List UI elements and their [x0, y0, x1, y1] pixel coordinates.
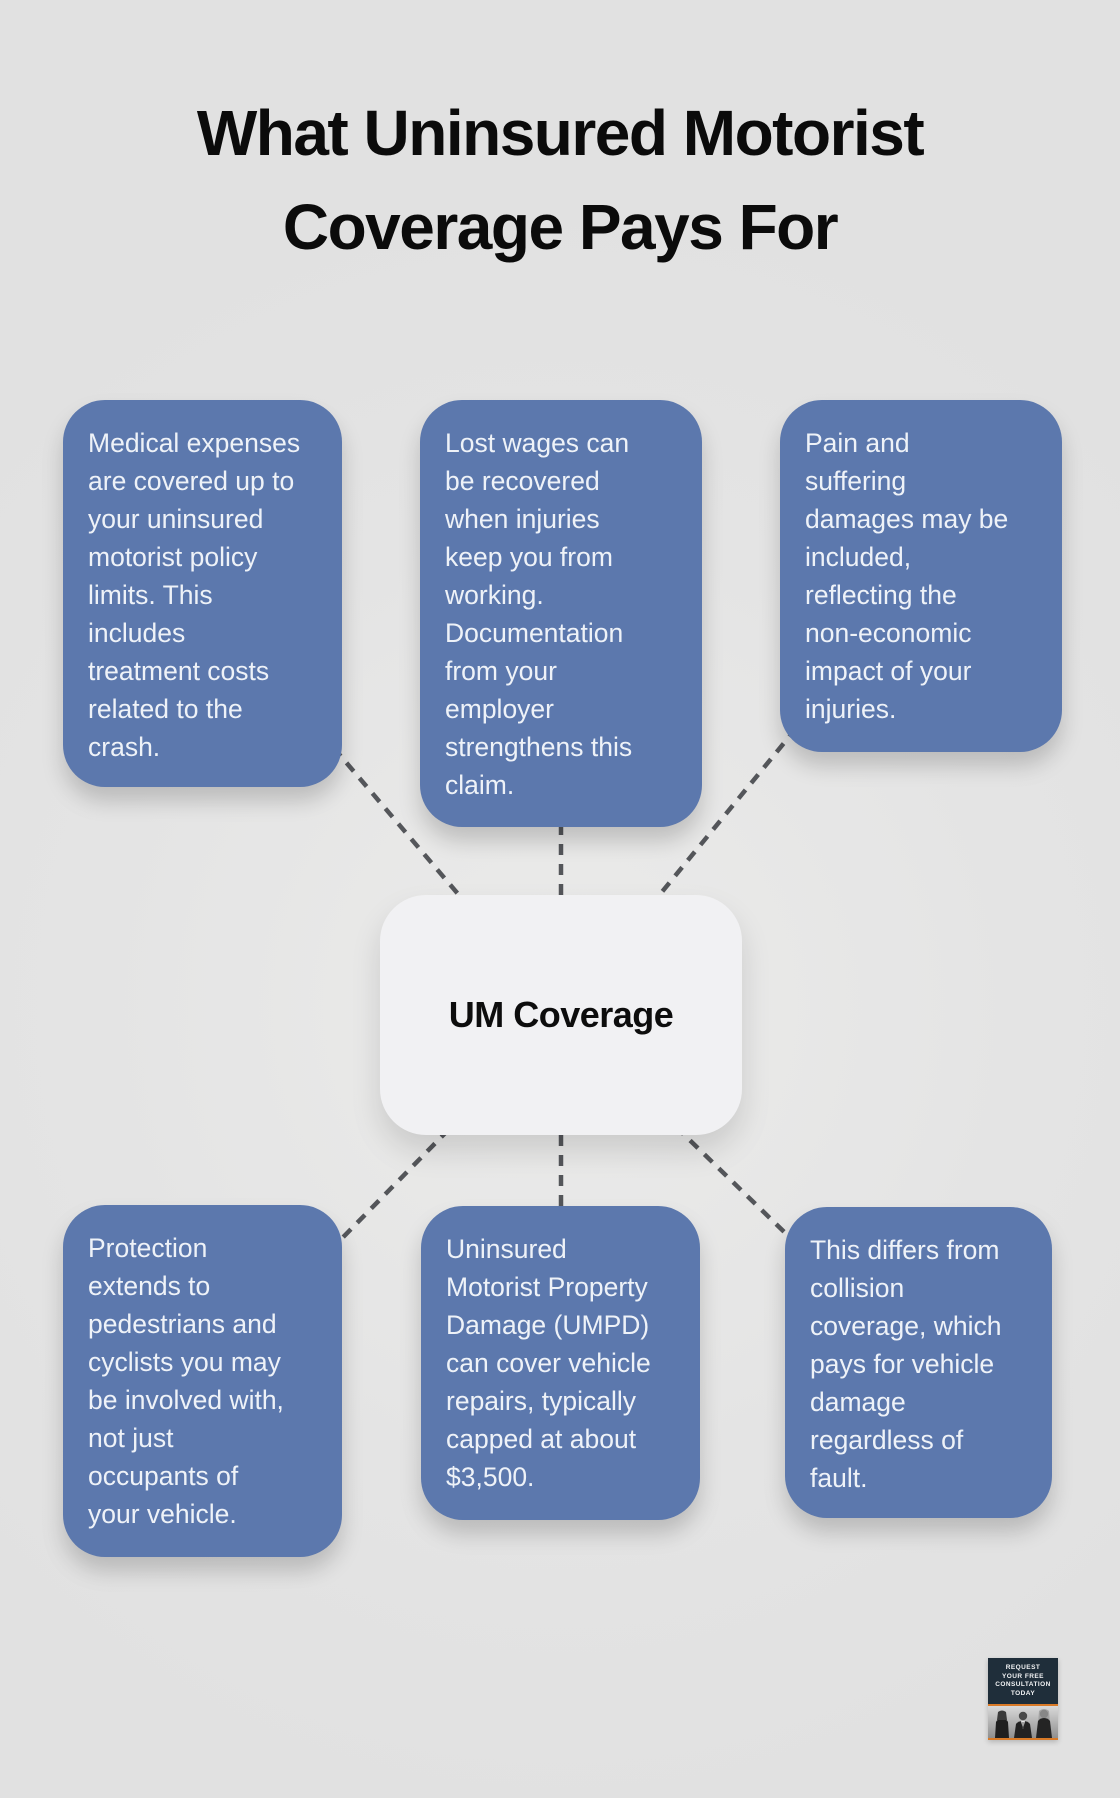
page-title: What Uninsured Motorist Coverage Pays Fo… [0, 86, 1120, 274]
center-node-um-coverage: UM Coverage [380, 895, 742, 1135]
node-lost-wages-text: Lost wages can be recovered when injurie… [445, 428, 633, 800]
orange-divider [988, 1704, 1058, 1706]
node-differs-from-collision-text: This differs from collision coverage, wh… [810, 1235, 1002, 1493]
badge-cta-line1: REQUEST [1005, 1664, 1041, 1671]
badge-cta-line3: CONSULTATION [995, 1681, 1051, 1689]
center-node-label: UM Coverage [448, 994, 674, 1035]
page-title-line2: Coverage Pays For [282, 191, 839, 263]
badge-cta-line2: YOUR FREE [1002, 1672, 1044, 1680]
node-lost-wages: Lost wages can be recovered when injurie… [420, 400, 702, 827]
node-umpd-text: Uninsured Motorist Property Damage (UMPD… [446, 1234, 651, 1492]
node-differs-from-collision: This differs from collision coverage, wh… [785, 1207, 1052, 1518]
request-consultation-badge[interactable]: REQUEST YOUR FREE CONSULTATION TODAY [988, 1658, 1058, 1740]
node-pedestrians-cyclists-text: Protection extends to pedestrians and cy… [88, 1233, 284, 1529]
badge-cta-text: REQUEST YOUR FREE CONSULTATION TODAY [988, 1658, 1058, 1704]
attorneys-photo [988, 1706, 1058, 1740]
node-pedestrians-cyclists: Protection extends to pedestrians and cy… [63, 1205, 342, 1557]
node-medical-expenses: Medical expenses are covered up to your … [63, 400, 342, 787]
page-title-line1: What Uninsured Motorist [196, 97, 925, 169]
node-medical-expenses-text: Medical expenses are covered up to your … [88, 428, 301, 762]
badge-cta-line4: TODAY [1010, 1689, 1036, 1697]
connector-top-right [559, 574, 923, 1017]
node-umpd: Uninsured Motorist Property Damage (UMPD… [421, 1206, 700, 1520]
node-pain-and-suffering: Pain and suffering damages may be includ… [780, 400, 1062, 752]
node-pain-and-suffering-text: Pain and suffering damages may be includ… [805, 428, 1009, 724]
